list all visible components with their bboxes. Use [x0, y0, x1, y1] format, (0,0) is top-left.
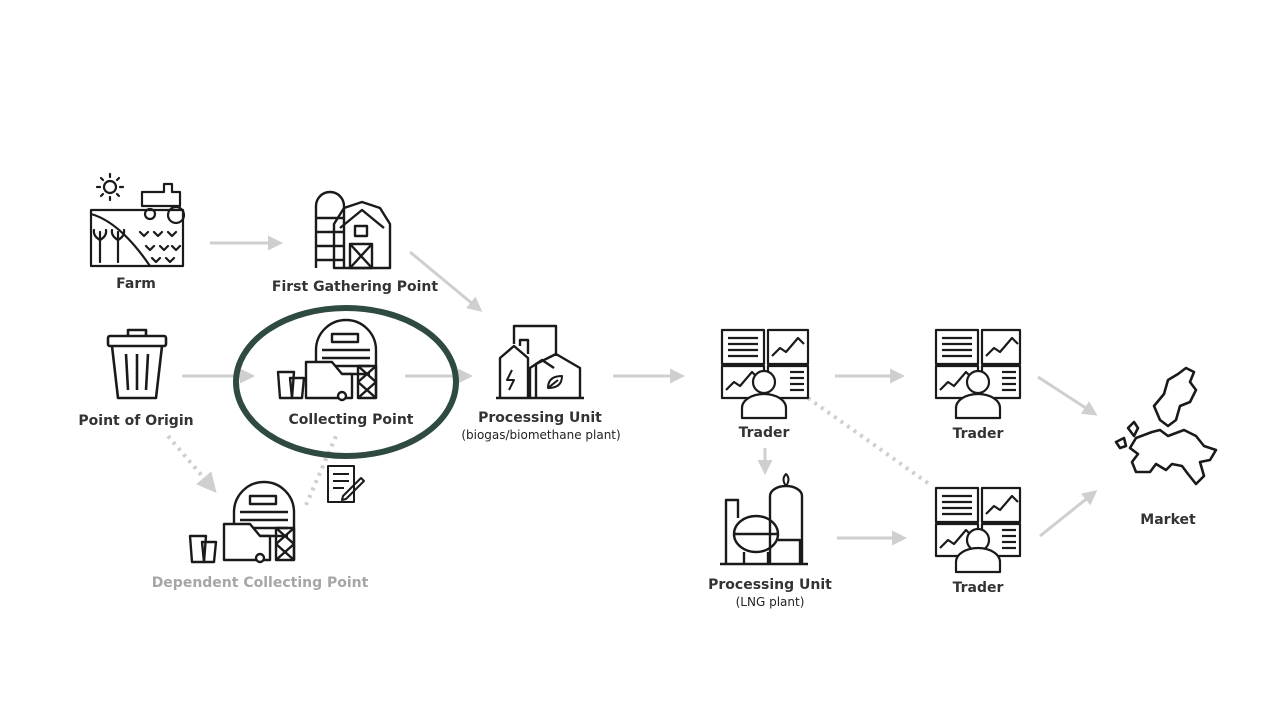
connectors	[182, 235, 1098, 546]
dashed-connectors	[166, 396, 934, 506]
dashed-dependent-to-collecting	[304, 435, 338, 506]
biogas-plant-icon	[496, 324, 584, 400]
processing-lng-sublabel: (LNG plant)	[735, 595, 805, 609]
first-gathering-label: First Gathering Point	[271, 279, 439, 295]
collecting-point-label: Collecting Point	[288, 412, 414, 428]
processing-bio-sublabel: (biogas/biomethane plant)	[461, 428, 621, 442]
arrow-gathering-to-processing	[409, 250, 483, 312]
europe-map-icon	[1114, 366, 1218, 486]
processing-lng-label: Processing Unit	[708, 577, 832, 593]
trader-screens-icon	[934, 328, 1022, 420]
farm-icon	[89, 172, 186, 268]
trader-screens-icon	[720, 328, 810, 420]
dependent-warehouse-icon	[188, 480, 296, 564]
dashed-origin-to-dependent	[166, 434, 217, 494]
market-label: Market	[1140, 512, 1196, 528]
trader-bottom-label: Trader	[952, 580, 1004, 596]
dashed-trader-to-trader-bottom	[806, 396, 934, 488]
trader-top-label: Trader	[952, 426, 1004, 442]
dependent-collecting-label: Dependent Collecting Point	[151, 575, 369, 591]
highlight-ring	[233, 305, 459, 459]
document-sign-icon	[327, 465, 365, 503]
processing-bio-label: Processing Unit	[478, 410, 602, 426]
farm-label: Farm	[116, 276, 156, 292]
lng-plant-icon	[720, 473, 808, 566]
trader-main-label: Trader	[738, 425, 790, 441]
arrow-trader-to-market-bottom	[1039, 490, 1098, 538]
trader-screens-icon	[934, 486, 1022, 574]
trash-bin-icon	[106, 328, 168, 400]
arrow-trader-to-market-top	[1037, 375, 1098, 416]
barn-silo-icon	[314, 190, 392, 270]
warehouse-truck-icon	[276, 318, 378, 402]
point-of-origin-label: Point of Origin	[78, 413, 194, 429]
